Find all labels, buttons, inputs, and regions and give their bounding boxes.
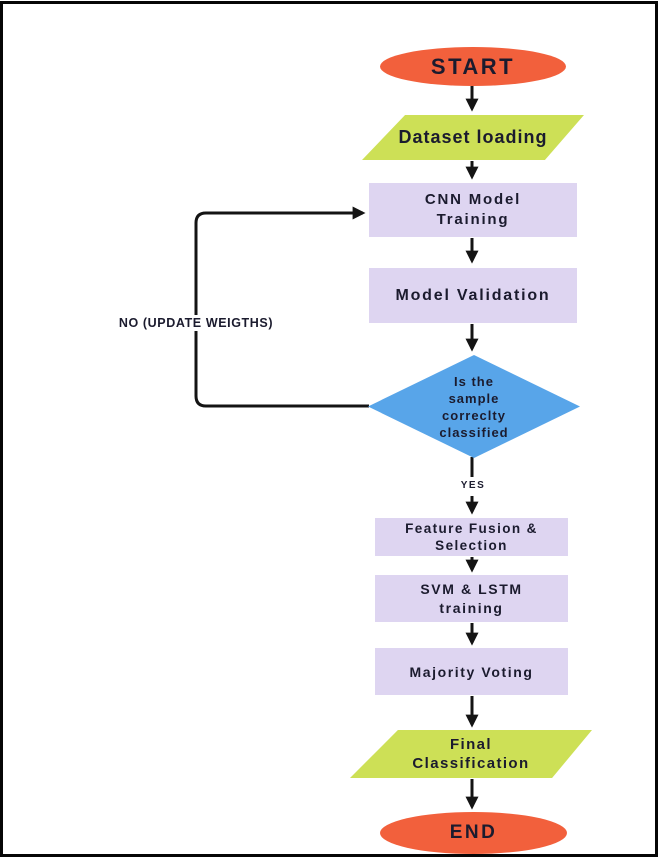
svm-lstm-training-node: SVM & LSTM training — [375, 575, 568, 622]
svm-lstm-training-label: SVM & LSTM training — [420, 580, 523, 616]
end-node: END — [380, 812, 567, 854]
feature-fusion-selection-node: Feature Fusion & Selection — [375, 518, 568, 556]
start-label: START — [430, 53, 516, 79]
majority-voting-label: Majority Voting — [409, 663, 534, 680]
model-validation-node: Model Validation — [369, 268, 577, 323]
feature-fusion-selection-label: Feature Fusion & Selection — [405, 521, 538, 553]
yes-edge-label: YES — [447, 480, 499, 491]
final-classification-node: Final Classification — [350, 730, 592, 778]
dataset-loading-label: Dataset loading — [398, 127, 548, 147]
dataset-loading-node: Dataset loading — [362, 115, 584, 160]
cnn-model-training-node: CNN Model Training — [369, 183, 577, 237]
model-validation-label: Model Validation — [395, 286, 551, 304]
cnn-model-training-label: CNN Model Training — [424, 191, 522, 228]
final-classification-label: Final Classification — [412, 736, 530, 772]
start-node: START — [380, 47, 566, 86]
majority-voting-node: Majority Voting — [375, 648, 568, 695]
arrow-no-feedback-loop — [194, 206, 369, 408]
no-update-weights-edge-label: NO (UPDATE WEIGTHS) — [97, 315, 295, 331]
decision-label: Is the sample correclty classified — [439, 373, 509, 440]
end-label: END — [449, 822, 498, 843]
